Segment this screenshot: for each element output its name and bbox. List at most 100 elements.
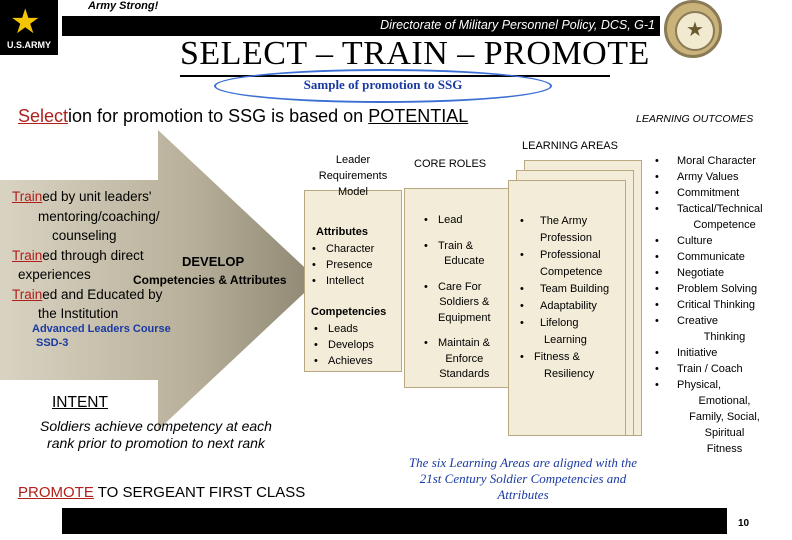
item-line: Train / Coach [677,363,743,375]
trained-highlight: Train [12,247,43,263]
item-line: Maintain & [438,337,490,349]
list-item: Care For Soldiers & Equipment [424,280,491,327]
list-item: Lead [424,213,491,229]
item-line: Initiative [677,347,718,359]
develop-label: DEVELOP [182,254,245,269]
directorate-bar: Directorate of Military Personnel Policy… [62,16,660,36]
lrm-title-line: Model [338,186,368,198]
item-line: Professional [540,249,601,261]
trained-highlight: Train [12,286,43,302]
competencies-list: Leads Develops Achieves [314,321,374,369]
item-line: Army Values [677,171,739,183]
learning-areas-title: LEARNING AREAS [522,140,618,152]
list-item: Character [312,241,374,257]
trained-text: ed by unit leaders' [42,189,152,204]
learning-areas-list: The Army Profession Professional Compete… [520,213,609,383]
list-item: Train / Coach [655,361,780,377]
item-line: The Army [540,215,588,227]
list-item: Intellect [312,273,374,289]
list-item: Moral Character [655,153,780,169]
item-line: Train & [438,239,474,252]
selection-rest: ion for promotion to SSG is based on [68,106,369,126]
item-line: Creative [677,315,718,327]
list-item: Develops [314,337,374,353]
competencies-attributes-label: Competencies & Attributes [133,273,287,287]
item-line: Culture [677,235,713,247]
list-item: The Army Profession [520,213,609,247]
list-item: Fitness & Resiliency [520,349,609,383]
item-line: Adaptability [540,300,597,312]
alc-line: Advanced Leaders Course [32,323,171,335]
attributes-title: Attributes [316,226,368,238]
item-line: Profession [540,232,592,244]
list-item: Tactical/Technical Competence [655,201,780,233]
item-line: Standards [439,368,490,380]
item-line: Learning [544,334,587,346]
item-line: Critical Thinking [677,299,756,311]
item-line: Lifelong [540,317,579,329]
item-line: Team Building [540,283,610,295]
page-number: 10 [738,518,750,529]
page-subtitle: Sample of promotion to SSG [303,77,463,92]
list-item: Presence [312,257,374,273]
item-line: Tactical/Technical [677,203,763,215]
item-line: Spiritual [704,427,745,439]
item-line: Thinking [703,331,746,343]
item-line: Negotiate [677,267,725,279]
item-line: Soldiers & [439,296,490,308]
list-item: Maintain & Enforce Standards [424,336,491,383]
trained-highlight: Train [12,189,43,204]
promote-rest: TO SERGEANT FIRST CLASS [93,484,306,501]
item-line: Fitness & [534,351,580,363]
trained-educated-text: ed and Educated by [42,286,163,302]
list-item: Negotiate [655,265,780,281]
selection-statement: Selection for promotion to SSG is based … [18,106,468,127]
item-line: Equipment [438,311,491,324]
star-icon: ★ [10,3,41,41]
item-line: Enforce [445,352,484,365]
item-line: Communicate [677,251,745,263]
lrm-title-line: Requirements [318,170,388,182]
training-text-block: Trained by unit leaders' mentoring/coach… [12,187,302,324]
alignment-note: The six Learning Areas are aligned with … [408,455,638,502]
lrm-title-line: Leader [335,154,371,166]
promote-highlight: PROMOTE [18,484,94,501]
list-item: Culture [655,233,780,249]
list-item: Professional Competence [520,247,609,281]
list-item: Commitment [655,185,780,201]
army-logo-text: U.S.ARMY [6,40,51,50]
army-logo: ★ U.S.ARMY [0,0,58,55]
advanced-leaders-course: Advanced Leaders Course SSD-3 [32,322,171,350]
mentoring-text: mentoring/coaching/ [38,208,160,224]
item-line: Competence [693,219,756,231]
competencies-title: Competencies [311,306,387,318]
item-line: Moral Character [677,155,756,167]
list-item: Train & Educate [424,239,491,270]
item-line: Physical, [677,379,722,391]
item-line: Emotional, [698,395,751,407]
intent-title: INTENT [52,394,108,411]
learning-outcomes-title: LEARNING OUTCOMES [636,113,754,125]
list-item: Initiative [655,345,780,361]
selection-highlight: Select [18,106,69,126]
item-line: Competence [540,266,603,278]
institution-text: the Institution [38,306,119,321]
army-strong-slogan: Army Strong! [88,0,159,12]
list-item: Lifelong Learning [520,315,609,349]
learning-outcomes-list: Moral Character Army Values Commitment T… [655,153,780,457]
item-line: Educate [444,255,485,267]
development-arrow [0,130,318,430]
experiences-text: experiences [18,267,91,282]
item-line: Problem Solving [677,283,758,295]
footer-bar [62,508,727,534]
item-line: Fitness [706,443,743,455]
intent-text: Soldiers achieve competency at each rank… [40,418,272,451]
counseling-text: counseling [52,228,117,243]
core-roles-title: CORE ROLES [414,158,487,170]
list-item: Creative Thinking [655,313,780,345]
item-line: Family, Social, [689,411,760,423]
list-item: Leads [314,321,374,337]
list-item: Physical, Emotional, Family, Social, Spi… [655,377,780,457]
army-seal-icon: ★ [664,0,722,58]
ssd-line: SSD-3 [36,337,69,349]
